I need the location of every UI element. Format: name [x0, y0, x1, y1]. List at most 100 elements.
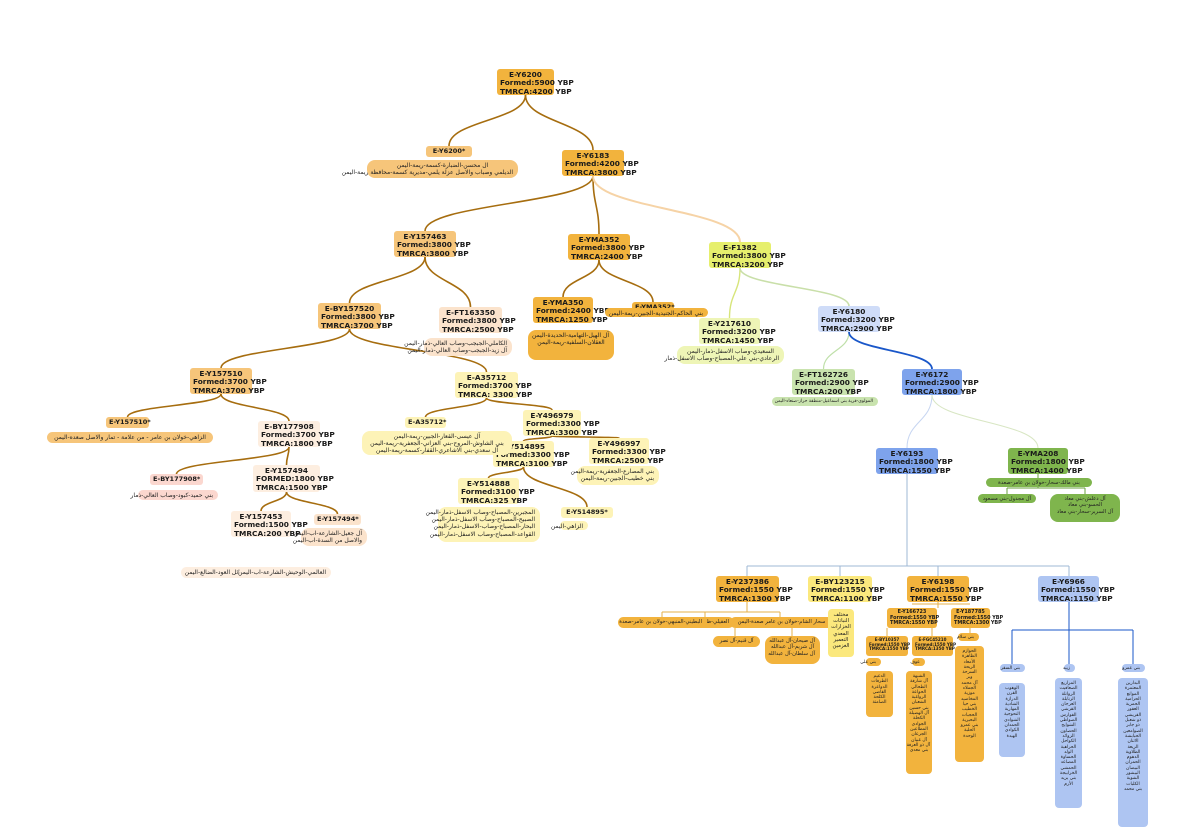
tree-edge — [487, 466, 525, 479]
lineage-label-l-fgc45210hdr: عوف — [910, 658, 925, 666]
label-text-line: الحراهية — [1060, 744, 1077, 750]
label-text-line: الكاملي-الجبجب-وصاب العالي-ذمار-اليمن — [404, 340, 507, 347]
node-text-line: E-BY123215 — [815, 577, 865, 586]
node-text-line: TMRCA:1150 YBP — [1041, 593, 1113, 603]
label-text-line: عوف — [910, 660, 920, 665]
node-text-line: Formed:3200 YBP — [821, 315, 895, 325]
node-text-line: TMRCA:1550 YBP — [879, 465, 951, 475]
label-text-line: الأرم — [1064, 781, 1073, 787]
label-text-line: الخزارات — [831, 624, 851, 631]
lineage-label-l-y157510s: الزاهي-خولان بن عامر - من علامة - تمار و… — [47, 432, 213, 443]
label-text-line: المزاربع — [1061, 681, 1076, 686]
node-text-line: E-Y217610 — [707, 319, 752, 328]
label-text-line: البحار-المصباح-وصاب-الاسفل-ذمار-اليمن — [433, 523, 535, 531]
node-text-line: TMRCA:3800 YBP — [565, 167, 637, 177]
label-text-line: الوحدة — [963, 733, 976, 739]
node-text-line: TMRCA:2400 YBP — [571, 251, 643, 261]
label-text-line: الصبيح-المصباح-وصاب الاسفل-ذمار-اليمن — [431, 516, 535, 524]
label-text-line: الشبهة — [912, 674, 926, 679]
node-text-line: E-Y157463 — [403, 232, 447, 241]
node-text-line: TMRCA:2900 YBP — [821, 323, 893, 333]
label-text-line: بني يزيد — [1060, 776, 1077, 782]
label-text-line: سحار الشام-خولان بن عامر صعدة-اليمن — [737, 619, 826, 625]
node-text-line: Formed:2400 YBP — [536, 306, 610, 316]
node-text-line: TMRCA:1500 YBP — [256, 482, 328, 492]
node-text-line: E-F1382 — [723, 243, 757, 252]
label-text-line: المهارية — [1004, 707, 1020, 713]
label-text-line: والاصل من السدة-اب-اليمن — [292, 537, 362, 545]
label-text-line: الوهوب — [1005, 686, 1019, 691]
lineage-label-l-y6966hdr3: بني عمرو — [1122, 664, 1145, 672]
node-text-line: TMRCA:1250 YBP — [536, 314, 608, 324]
node-text-line: Formed:2900 YBP — [795, 378, 869, 388]
haplogroup-node-a35712s: E-A35712* — [405, 417, 446, 428]
label-text-line: القرن — [1006, 691, 1018, 697]
label-text-line: الحمشي — [1060, 765, 1077, 771]
node-text-line: E-Y6200* — [432, 147, 466, 155]
node-text-line: E-BY177908* — [153, 475, 201, 483]
node-text-line: E-Y6183 — [576, 151, 610, 160]
haplogroup-node-y157510s: E-Y157510* — [106, 417, 151, 428]
lineage-label-l-ft162726: المولوي-قرية بني اسماعيل-منطقة حراز-صنعا… — [772, 397, 878, 406]
tree-edge — [522, 435, 553, 442]
label-text-line: الصعافيت — [1059, 686, 1078, 692]
label-text-line: الحصاون — [1060, 728, 1077, 734]
tree-edge — [424, 256, 472, 308]
label-text-line: آل محمد — [961, 680, 978, 686]
label-text-line: الصامتة — [872, 700, 887, 706]
node-text-line: TMRCA:4200 YBP — [500, 86, 572, 96]
label-text-line: الطرفات — [871, 679, 888, 685]
label-text-line: زبيد — [1062, 666, 1070, 671]
label-text-line: العقلان-السلفية-ريمة-اليمن — [537, 339, 605, 347]
node-text-line: TMRCA:2500 YBP — [442, 324, 514, 334]
label-text-line: الجوادي — [911, 721, 927, 727]
node-text-line: Formed:3800 YBP — [321, 312, 395, 322]
node-text-line: E-BY10357 — [874, 637, 900, 642]
label-text-line: العرجان — [1061, 702, 1076, 708]
label-text-line: الموانع — [1126, 691, 1140, 697]
label-text-line: النحوجية — [1004, 712, 1020, 718]
tree-edge — [822, 331, 850, 370]
label-text-line: المصاعد — [1060, 760, 1077, 766]
node-text-line: E-Y6193 — [890, 449, 924, 458]
node-text-line: TMRCA:3200 YBP — [712, 259, 784, 269]
label-text-line: بني حميد-كبود-وصاب العالي-ذمار — [130, 492, 214, 499]
label-text-line: الحوازم — [962, 649, 977, 654]
node-text-line: Formed:1550 YBP — [890, 614, 940, 621]
tree-edge — [931, 394, 1039, 449]
node-text-line: TMRCA:1550 YBP — [910, 593, 982, 603]
label-text-line: الديلمي وصباب والاصل عزلة يلمي-مديرية كس… — [341, 169, 513, 177]
node-text-line: E-Y157494* — [317, 515, 359, 523]
lineage-label-l-y157453a: البرعي-قبائل العود-الضالع-اليمن — [181, 567, 269, 578]
node-text-line: Formed:3700 YBP — [193, 377, 267, 387]
tree-edge — [260, 491, 288, 512]
label-text-line: المولوي-قرية بني اسماعيل-منطقة حراز-صنعا… — [774, 399, 873, 404]
label-text-line: بني علي — [860, 660, 876, 665]
tree-edge — [551, 435, 620, 439]
node-text-line: TMRCA:1800 YBP — [261, 438, 333, 448]
label-text-line: الصواطي — [1059, 718, 1078, 724]
node-text-line: Formed:1550 YBP — [869, 641, 910, 647]
label-text-line: الدواعرة — [871, 684, 888, 690]
node-text-line: TMRCA:3300 YBP — [526, 427, 598, 437]
haplogroup-node-y157494s: E-Y157494* — [314, 514, 361, 525]
label-text-line: بني محمد — [1123, 786, 1143, 792]
tree-edge — [485, 397, 553, 411]
label-text-line: المطاعين — [910, 726, 928, 732]
node-text-line: Formed:1550 YBP — [910, 585, 984, 595]
